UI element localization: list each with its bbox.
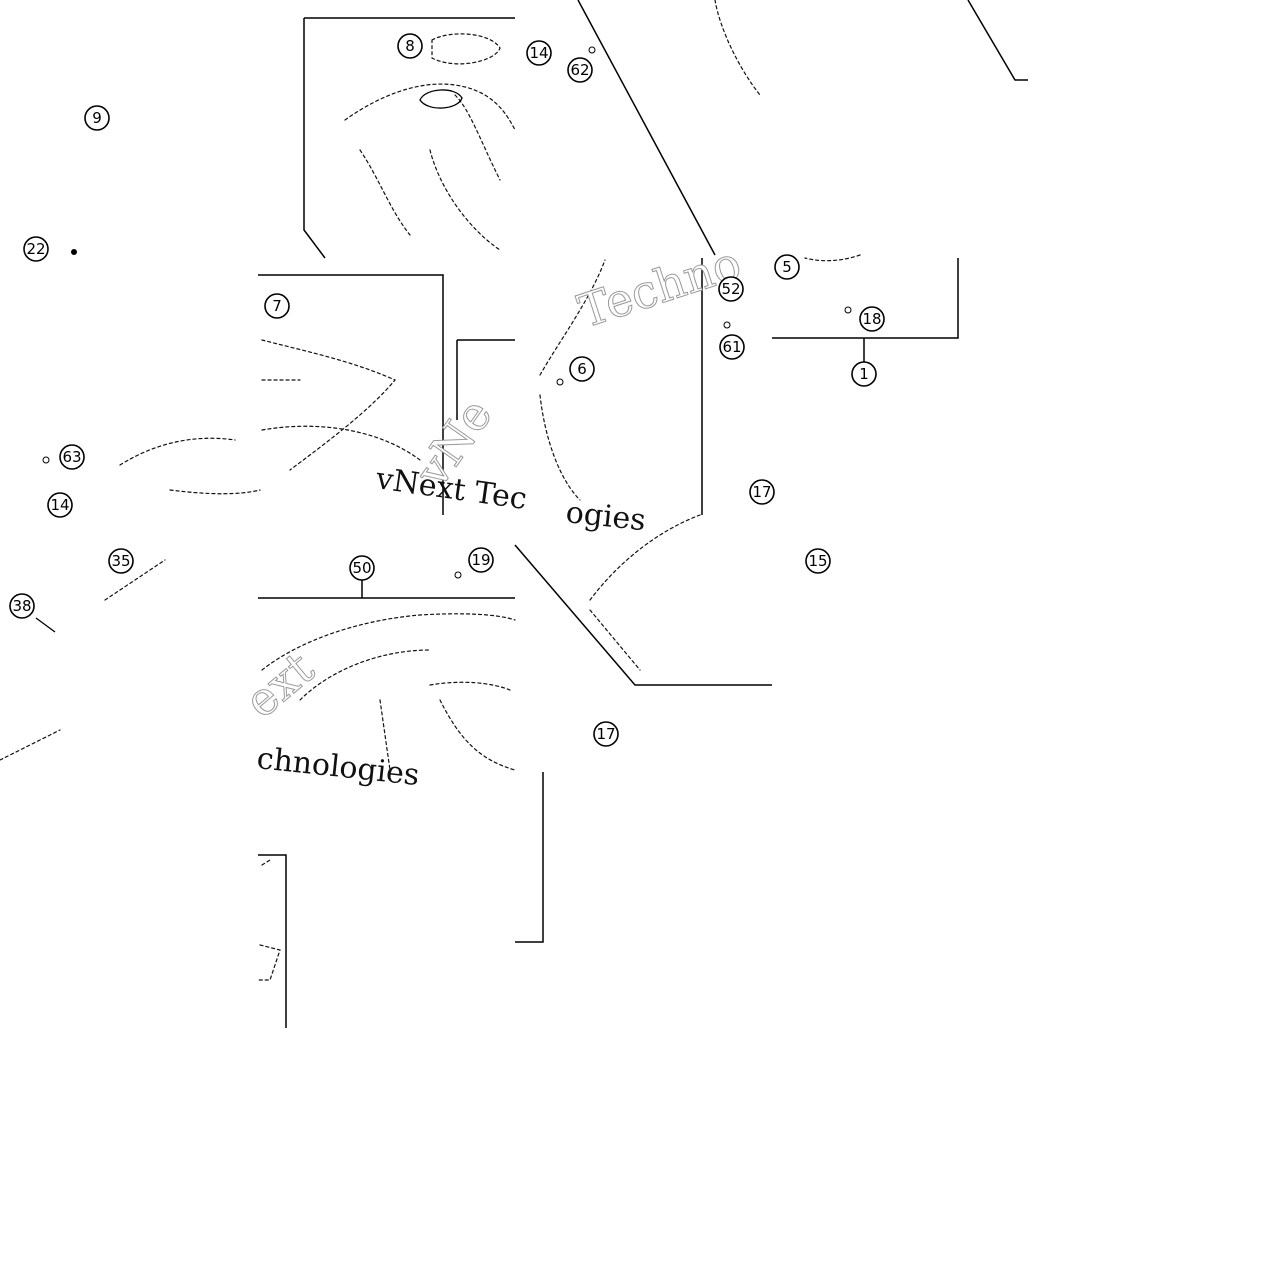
frame-part-1 (772, 258, 959, 339)
callout-part-18: 18 (859, 306, 885, 332)
frame-inner (456, 339, 515, 420)
callout-part-38: 38 (9, 593, 35, 619)
rear-fender-line (0, 559, 166, 761)
callout-part-8: 8 (397, 33, 423, 59)
frame-lower-right (515, 772, 544, 943)
mirror-outline (257, 859, 281, 981)
callout-part-6: 6 (569, 356, 595, 382)
bolt-22 (71, 249, 77, 255)
callout-part-14-left: 14 (47, 492, 73, 518)
callout-part-5: 5 (774, 254, 800, 280)
callout-part-52: 52 (718, 276, 744, 302)
svg-text:61: 61 (722, 338, 741, 356)
callout-part-19: 19 (468, 547, 494, 573)
callout-part-9: 9 (84, 105, 110, 131)
bolt-62 (588, 46, 596, 54)
watermark-chnologies: chnologies (255, 741, 421, 793)
fuel-cap-part (431, 33, 501, 65)
fairing-panel-outline (261, 613, 516, 771)
seat-outline (119, 437, 261, 495)
callout-part-1: 1 (851, 361, 877, 387)
svg-text:8: 8 (405, 37, 415, 55)
nut-63 (42, 456, 50, 464)
svg-text:50: 50 (352, 559, 371, 577)
front-fender-outline (714, 0, 861, 262)
frame-top-right (967, 0, 1028, 81)
svg-text:1: 1 (859, 365, 869, 383)
callout-part-14-top: 14 (526, 40, 552, 66)
watermark-ogies: ogies (564, 495, 647, 538)
svg-text:17: 17 (752, 483, 771, 501)
callout-part-63: 63 (59, 444, 85, 470)
watermark-layer: Techno vNext Tec ogies vNe ext chnologie… (234, 235, 748, 793)
fuel-tank-outline (344, 83, 516, 251)
side-cover-outline (261, 339, 421, 471)
svg-text:15: 15 (808, 552, 827, 570)
screw-18 (844, 306, 852, 314)
callout-part-35: 35 (108, 548, 134, 574)
part-outlines (0, 0, 861, 981)
hardware-dots (42, 46, 852, 579)
callout-part-7: 7 (264, 293, 290, 319)
nut-61 (723, 321, 731, 329)
frame-part-8 (303, 18, 326, 259)
frame-part-6 (514, 544, 772, 686)
frame-part-7 (258, 274, 444, 515)
diagram-frames (258, 0, 1028, 1028)
svg-text:22: 22 (26, 240, 45, 258)
svg-text:63: 63 (62, 448, 81, 466)
callout-part-62: 62 (567, 57, 593, 83)
watermark-ext: ext (234, 641, 324, 729)
svg-text:7: 7 (272, 297, 282, 315)
callout-part-22: 22 (23, 236, 49, 262)
svg-text:19: 19 (471, 551, 490, 569)
callout-part-61: 61 (719, 334, 745, 360)
callout-part-15: 15 (805, 548, 831, 574)
svg-text:6: 6 (577, 360, 587, 378)
svg-text:35: 35 (111, 552, 130, 570)
clip-6 (556, 378, 564, 386)
svg-text:14: 14 (50, 496, 69, 514)
callout-layer: 9 22 8 14 62 7 63 14 35 38 50 (9, 33, 885, 747)
svg-text:52: 52 (721, 280, 740, 298)
leader-38 (35, 617, 56, 633)
callout-part-17-right: 17 (749, 479, 775, 505)
frame-lower-left (258, 854, 287, 1028)
svg-text:9: 9 (92, 109, 102, 127)
svg-text:38: 38 (12, 597, 31, 615)
svg-text:5: 5 (782, 258, 792, 276)
svg-text:18: 18 (862, 310, 881, 328)
callout-part-50: 50 (349, 555, 375, 581)
svg-text:62: 62 (570, 61, 589, 79)
fuel-cap-ring (419, 89, 463, 109)
frame-diagonal-top (577, 0, 716, 256)
svg-text:17: 17 (596, 725, 615, 743)
svg-text:14: 14 (529, 44, 548, 62)
callout-part-17-bottom: 17 (593, 721, 619, 747)
bolt-19 (454, 571, 462, 579)
